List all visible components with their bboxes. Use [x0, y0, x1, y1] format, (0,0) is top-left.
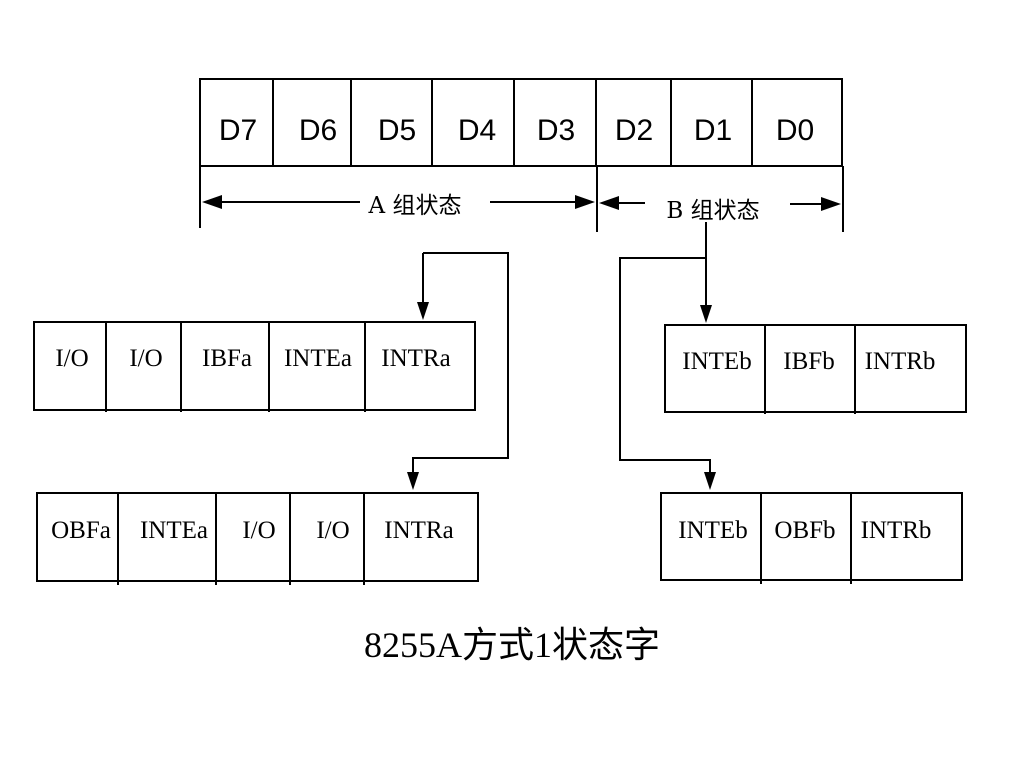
bit-d6: D6 [299, 114, 337, 147]
register-frame [664, 324, 967, 413]
status-byte: D7 D6 D5 D4 D3 D2 D1 D0 [199, 78, 843, 167]
bit-d4: D4 [458, 114, 496, 147]
bit-field: INTRa [384, 517, 453, 544]
diagram-caption: 8255A方式1状态字 [364, 625, 660, 665]
group-a-input-register: I/O I/O IBFa INTEa INTRa [33, 321, 476, 412]
bit-d2: D2 [615, 114, 653, 147]
bit-field: OBFa [51, 517, 111, 544]
bit-d0: D0 [776, 114, 814, 147]
bit-field: I/O [55, 345, 88, 372]
bit-field: INTEb [682, 348, 751, 375]
bit-field: IBFb [783, 348, 834, 375]
status-byte-frame [199, 78, 843, 167]
connector [619, 257, 711, 475]
arrowhead-right-icon [821, 197, 841, 211]
bit-field: INTRb [861, 517, 932, 544]
group-b-output-register: INTEb OBFb INTRb [660, 492, 963, 584]
group-b-input-register: INTEb IBFb INTRb [664, 324, 967, 414]
bit-d5: D5 [378, 114, 416, 147]
bit-field: I/O [316, 517, 349, 544]
register-frame [36, 492, 479, 582]
connectors [407, 222, 716, 490]
group-a-output-register: OBFa INTEa I/O I/O INTRa [36, 492, 479, 585]
bit-field: OBFb [774, 517, 835, 544]
bit-d1: D1 [694, 114, 732, 147]
bit-field: INTRa [381, 345, 450, 372]
register-frame [660, 492, 963, 581]
bit-field: INTEb [678, 517, 747, 544]
connector [412, 252, 509, 475]
arrowhead-left-icon [202, 195, 222, 209]
bit-field: I/O [129, 345, 162, 372]
group-a-label: A 组状态 [368, 193, 462, 219]
arrowhead-left-icon [599, 196, 619, 210]
arrowhead-down-icon [417, 302, 429, 320]
group-span-markers: A 组状态 B 组状态 [199, 166, 844, 232]
bit-field: INTEa [140, 517, 208, 544]
bit-field: INTRb [865, 348, 936, 375]
arrowhead-right-icon [575, 195, 595, 209]
bit-d7: D7 [219, 114, 257, 147]
arrowhead-down-icon [700, 305, 712, 323]
bit-field: IBFa [202, 345, 252, 372]
register-frame [33, 321, 476, 411]
bit-d3: D3 [537, 114, 575, 147]
arrowhead-down-icon [407, 472, 419, 490]
bit-field: I/O [242, 517, 275, 544]
arrowhead-down-icon [704, 472, 716, 490]
bit-field: INTEa [284, 345, 352, 372]
group-b-label: B 组状态 [666, 198, 759, 224]
